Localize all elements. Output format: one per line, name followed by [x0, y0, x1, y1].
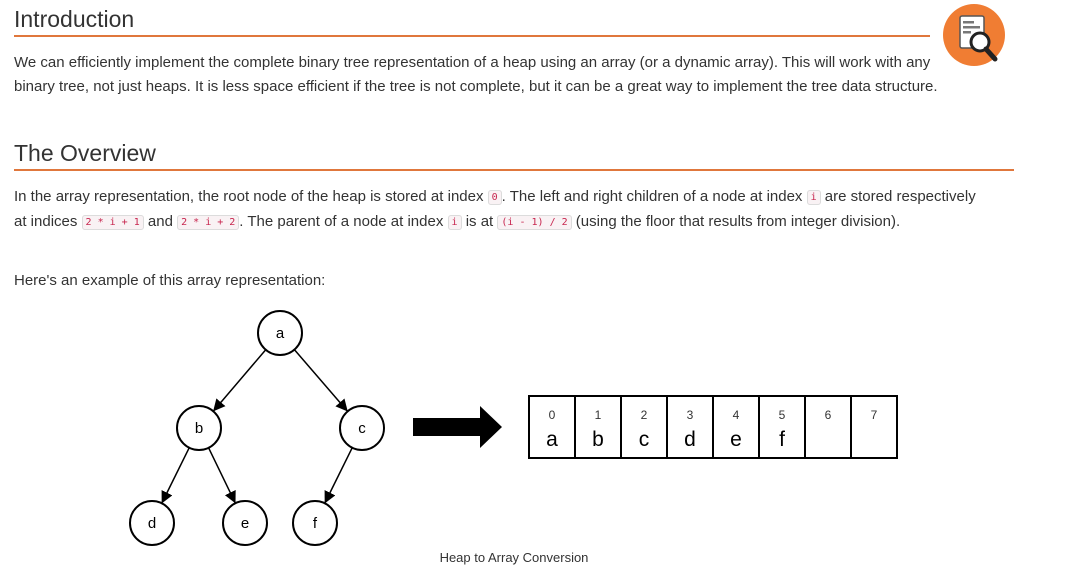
array-value-label: b — [592, 428, 604, 451]
tree-node-label: f — [313, 515, 318, 532]
tree-edge — [324, 447, 353, 504]
tree-node — [257, 310, 303, 356]
array-index-label: 7 — [871, 408, 878, 422]
text-run: (using the floor that results from integ… — [571, 213, 901, 230]
intro-paragraph: We can efficiently implement the complet… — [14, 54, 938, 95]
example-intro: Here's an example of this array represen… — [14, 272, 326, 289]
heap-array-figure: a b c d e f 0 a 1 b 2 c 3 d 4 e 5 f 6 7 — [129, 310, 898, 546]
section-divider — [14, 169, 1014, 171]
array-cell — [620, 395, 668, 459]
array-cell — [804, 395, 852, 459]
tree-edges — [161, 349, 353, 504]
tree-node-label: a — [276, 325, 285, 342]
array-representation: 0 a 1 b 2 c 3 d 4 e 5 f 6 7 — [528, 395, 898, 459]
tree-edge — [161, 447, 190, 504]
array-index-label: 1 — [595, 408, 602, 422]
text-run: is at — [461, 213, 498, 230]
array-cell — [712, 395, 760, 459]
tree-node-label: c — [358, 420, 366, 437]
code-index-i: i — [447, 215, 462, 230]
text-run: In the array representation, the root no… — [14, 188, 488, 205]
array-index-label: 5 — [779, 408, 786, 422]
tree-node — [292, 500, 338, 546]
array-cell — [850, 395, 898, 459]
array-index-label: 3 — [687, 408, 694, 422]
array-cell — [666, 395, 714, 459]
code-root-index: 0 — [487, 190, 502, 205]
tree-node-label: b — [195, 420, 203, 437]
array-cell — [528, 395, 576, 459]
array-cell — [758, 395, 806, 459]
array-index-label: 0 — [549, 408, 556, 422]
tree-node-label: e — [241, 515, 249, 532]
tree-node — [129, 500, 175, 546]
figure-caption: Heap to Array Conversion — [439, 550, 589, 565]
array-value-label: f — [779, 428, 785, 451]
array-value-label: d — [684, 428, 696, 451]
text-run: . The parent of a node at index — [239, 213, 448, 230]
tree-node — [222, 500, 268, 546]
text-run: and — [143, 213, 178, 230]
tree-edge — [207, 447, 236, 504]
code-parent: (i - 1) / 2 — [497, 215, 572, 230]
overview-paragraph: In the array representation, the root no… — [14, 185, 984, 235]
array-index-label: 2 — [641, 408, 648, 422]
tree-node — [339, 405, 385, 451]
tree-edge — [293, 349, 348, 412]
text-run: . The left and right children of a node … — [501, 188, 807, 205]
section-title-introduction: Introduction — [14, 6, 135, 32]
array-value-label: a — [546, 428, 558, 451]
tree-node — [176, 405, 222, 451]
tree-nodes: a b c d e f — [129, 310, 385, 546]
text-run: are stored respectively at indices — [14, 188, 976, 230]
tree-edge — [213, 349, 267, 412]
section-divider — [14, 35, 930, 37]
code-right-child: 2 * i + 2 — [177, 215, 240, 230]
array-index-label: 4 — [733, 408, 740, 422]
code-index-i: i — [806, 190, 821, 205]
array-value-label: c — [639, 428, 650, 451]
magnifier-document-icon — [939, 3, 1009, 67]
section-title-overview: The Overview — [14, 140, 156, 166]
array-index-label: 6 — [825, 408, 832, 422]
conversion-arrow — [413, 406, 502, 448]
array-value-label: e — [730, 428, 742, 451]
code-left-child: 2 * i + 1 — [81, 215, 144, 230]
array-cell — [574, 395, 622, 459]
tree-node-label: d — [148, 515, 156, 532]
